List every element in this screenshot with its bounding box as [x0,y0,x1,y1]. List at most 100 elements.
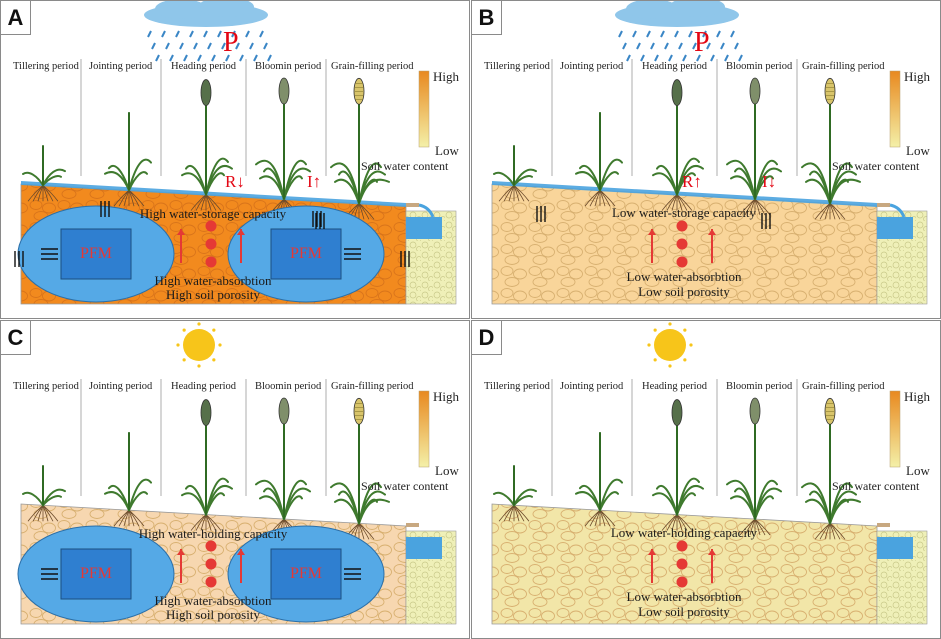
moisture-dot [205,220,217,232]
legend-title: Soil water content [361,479,449,493]
moisture-dot [676,238,688,250]
growth-period-label: Tillering period [484,61,550,72]
growth-period-label: Heading period [642,61,708,72]
pfm-zone [227,205,385,303]
wheat-plant [575,432,623,527]
legend-high-label: High [433,389,459,404]
pfm-zone [227,525,385,623]
pfm-label: PFM [289,565,323,582]
wheat-plant [726,397,782,536]
wheat-plant [330,77,390,220]
growth-period-label: Grain-filling period [802,61,885,72]
growth-period-label: Heading period [642,381,708,392]
panel-b: B Tillering period Jointing period Heading … [471,0,941,319]
legend-colorbar [889,70,901,148]
sun-icon [647,322,693,368]
sun-icon [176,322,222,368]
wheat-plant [726,77,782,216]
wheat-plant [22,465,66,522]
legend-low-label: Low [906,143,930,158]
wheat-plant [181,399,233,531]
infiltration-label: I↓ [762,172,777,191]
soil-property-label: Low water-absorbtion [626,269,742,284]
precipitation-label: P [694,27,710,58]
panel-letter: B [472,1,502,35]
infiltration-label: I↑ [307,172,322,191]
soil-property-label: Low soil porosity [638,604,730,619]
growth-period-label: Bloomin period [726,381,793,392]
soil-property-label: Low water-holding capacity [610,525,758,540]
runoff-label: R↓ [225,172,245,191]
soil-property-label: High soil porosity [166,607,260,622]
growth-period-label: Grain-filling period [802,381,885,392]
growth-period-label: Grain-filling period [331,61,414,72]
wheat-plant [652,79,704,211]
panel-illustration [14,1,457,305]
pfm-label: PFM [79,565,113,582]
legend-colorbar [889,390,901,468]
moisture-dot [676,256,688,268]
growth-period-label: Heading period [171,61,237,72]
moisture-dot [205,256,217,268]
soil-property-label: High water-holding capacity [138,526,288,541]
panel-letter: D [472,321,502,355]
growth-period-label: Jointing period [89,61,153,72]
wheat-plant [493,465,537,522]
moisture-dot [205,576,217,588]
wheat-plant [493,145,537,202]
legend-low-label: Low [906,463,930,478]
precipitation-label: P [223,27,239,58]
soil-property-label: High water-absorbtion [154,593,272,608]
wheat-plant [330,397,390,540]
moisture-dot [676,558,688,570]
legend-low-label: Low [435,463,459,478]
legend-high-label: High [904,69,930,84]
wheat-plant [255,397,311,536]
legend-high-label: High [433,69,459,84]
soil-property-label: High water-absorbtion [154,273,272,288]
rain-cloud-icon [615,1,743,62]
soil-property-label: Low water-absorbtion [626,589,742,604]
wheat-plant [104,112,152,207]
wheat-plant [255,77,311,216]
growth-period-label: Tillering period [13,61,79,72]
soil-property-label: Low water-storage capacity [611,205,757,220]
growth-period-label: Bloomin period [255,381,322,392]
legend-title: Soil water content [832,479,920,493]
runoff-label: R↑ [682,172,702,191]
growth-period-label: Jointing period [560,61,624,72]
moisture-dot [205,540,217,552]
legend-title: Soil water content [832,159,920,173]
panel-illustration [17,322,457,625]
wheat-plant [801,397,861,540]
wheat-plant [22,145,66,202]
pfm-zone [17,205,175,303]
moisture-dot [676,540,688,552]
rain-cloud-icon [144,1,272,62]
growth-period-label: Jointing period [560,381,624,392]
panel-a: A Tillering period Jointing period Heading … [0,0,470,319]
wheat-plant [801,77,861,220]
wheat-plant [652,399,704,531]
growth-period-label: Tillering period [13,381,79,392]
legend-title: Soil water content [361,159,449,173]
moisture-dot [205,238,217,250]
soil-property-label: High water-storage capacity [139,206,287,221]
wheat-plant [575,112,623,207]
panel-letter: A [1,1,31,35]
wheat-plant [104,432,152,527]
panel-letter: C [1,321,31,355]
moisture-dot [205,558,217,570]
growth-period-label: Tillering period [484,381,550,392]
growth-period-label: Grain-filling period [331,381,414,392]
growth-period-label: Bloomin period [255,61,322,72]
moisture-dot [676,576,688,588]
wheat-plant [181,79,233,211]
legend-colorbar [418,390,430,468]
panel-d: D Tillering period Jointing period Heading … [471,320,941,639]
legend-colorbar [418,70,430,148]
soil-property-label: Low soil porosity [638,284,730,299]
growth-period-label: Bloomin period [726,61,793,72]
